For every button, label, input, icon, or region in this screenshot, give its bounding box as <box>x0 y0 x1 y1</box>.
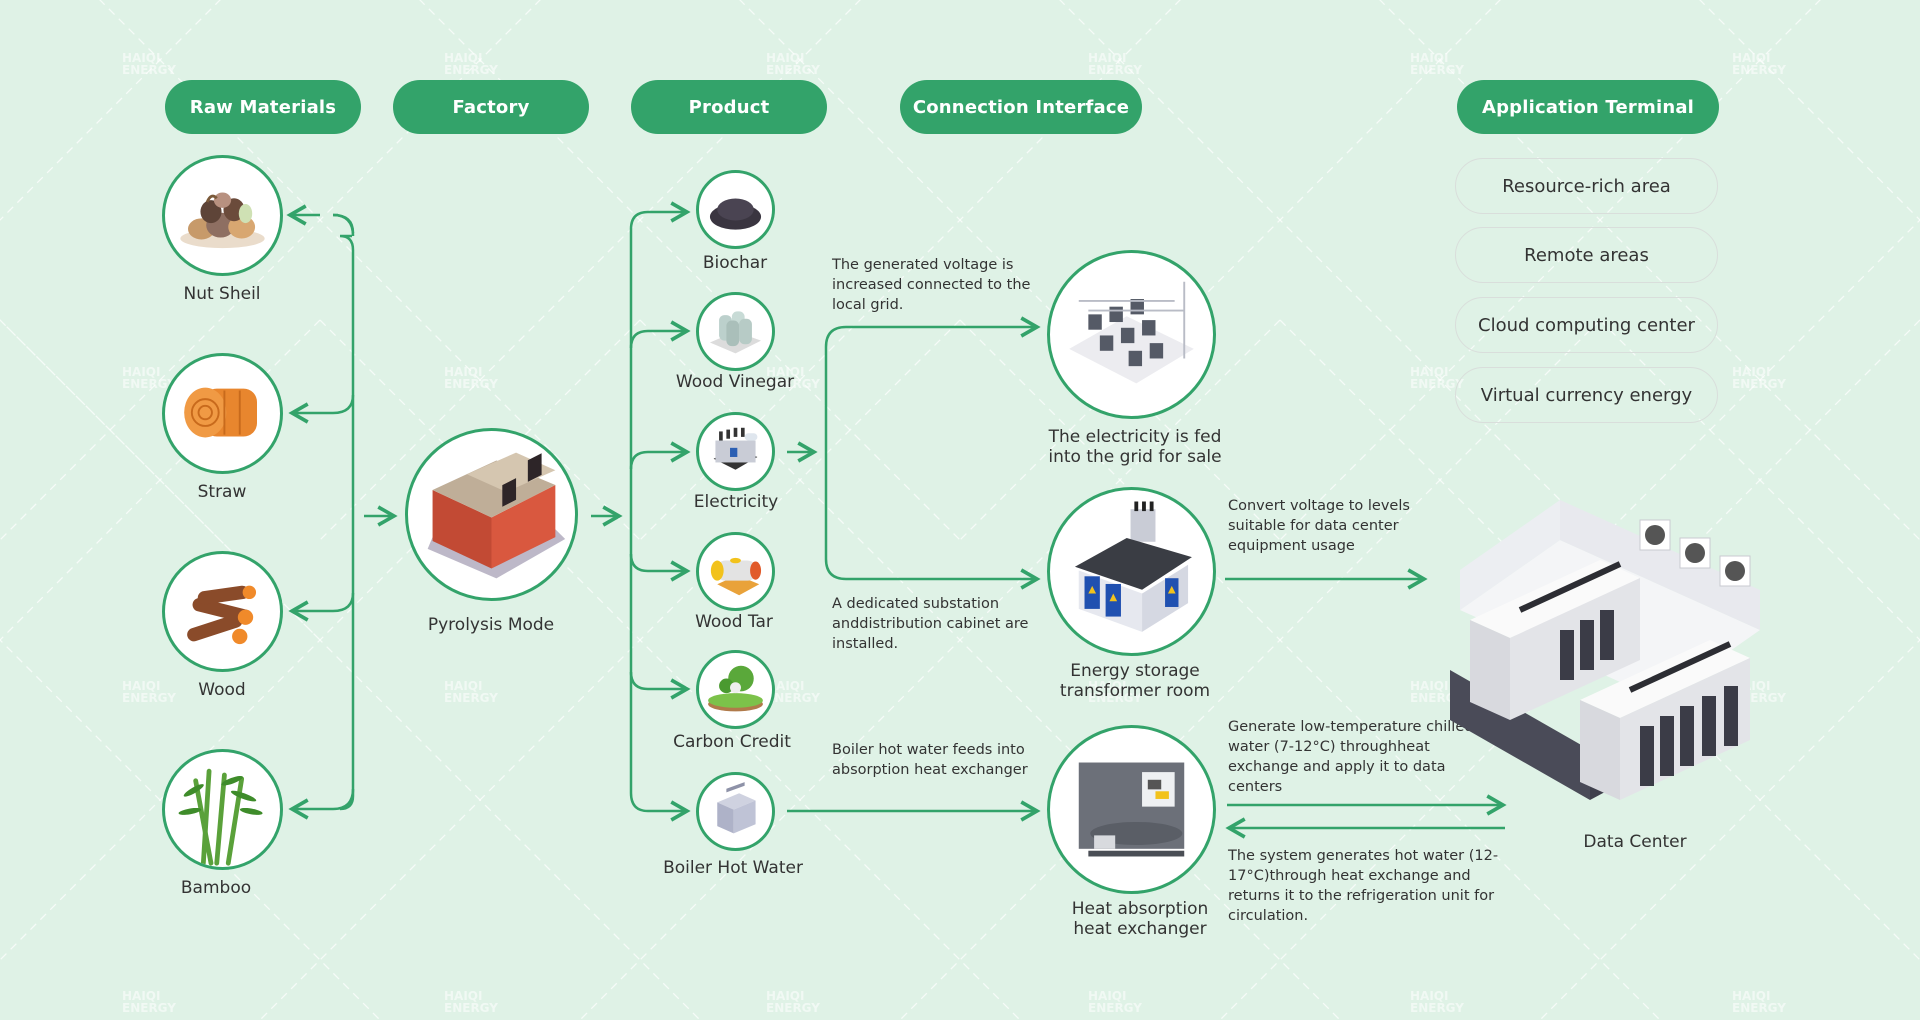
arrow-to-transformer-room <box>824 347 1041 590</box>
product-label: Wood Vinegar <box>675 372 795 392</box>
arrow-to-electricity <box>629 441 691 470</box>
arrow-to-straw <box>288 394 355 424</box>
application-terminal-item: Resource-rich area <box>1455 158 1718 214</box>
boiler-icon <box>717 782 756 834</box>
raw-materials-bracket-line <box>339 234 355 811</box>
factory-label: Pyrolysis Mode <box>427 615 555 635</box>
product-label: Electricity <box>693 492 779 512</box>
biochar-icon <box>709 198 762 230</box>
carbon-credit-forest-icon <box>708 665 763 712</box>
bamboo-icon <box>178 768 263 866</box>
factory-building-icon <box>427 452 566 579</box>
application-terminal-item: Cloud computing center <box>1455 297 1718 353</box>
raw-material-straw <box>162 353 283 474</box>
factory-pyrolysis <box>405 428 578 601</box>
data-center-label: Data Center <box>1583 832 1687 852</box>
note-convert-voltage: Convert voltage to levels suitable for d… <box>1228 498 1410 554</box>
raw-material-label: Bamboo <box>180 878 252 898</box>
raw-material-label: Wood <box>198 680 246 700</box>
note-hot-water-return: The system generates hot water (12-17°C)… <box>1228 848 1499 924</box>
raw-material-wood <box>162 551 283 672</box>
raw-material-label: Straw <box>197 482 247 502</box>
arrow-to-biochar <box>629 201 691 230</box>
product-label: Wood Tar <box>695 612 773 632</box>
header-factory: Factory <box>393 80 589 134</box>
connection-heat-exchanger <box>1047 725 1216 894</box>
arrow-to-wood-vinegar <box>629 320 691 349</box>
data-center-illustration <box>1440 500 1770 820</box>
wood-logs-icon <box>187 585 257 645</box>
product-biochar <box>696 170 775 249</box>
product-wood-tar <box>696 532 775 611</box>
arrow-to-grid-substation <box>824 316 1041 348</box>
product-boiler-hot-water <box>696 772 775 851</box>
arrow-to-wood <box>288 592 355 622</box>
application-terminal-item: Virtual currency energy <box>1455 367 1718 423</box>
arrow-to-carbon-credit <box>629 671 691 700</box>
product-electricity <box>696 412 775 491</box>
heat-exchanger-icon <box>1078 762 1185 857</box>
note-boiler-feed: Boiler hot water feeds into absorption h… <box>832 742 1028 778</box>
arrow-to-boiler-hot-water <box>629 792 691 822</box>
substation-grid-icon <box>1069 281 1194 384</box>
connection-transformer-room <box>1047 487 1216 656</box>
generator-icon <box>713 427 758 470</box>
header-product: Product <box>631 80 827 134</box>
arrow-to-wood-tar <box>629 553 691 582</box>
note-substation: A dedicated substation anddistribution c… <box>832 596 1029 652</box>
data-center-icon <box>1450 500 1760 800</box>
raw-material-nut-shell <box>162 155 283 276</box>
raw-material-label: Nut Sheil <box>183 284 261 304</box>
straw-bale-icon <box>184 387 257 438</box>
application-terminal-item: Remote areas <box>1455 227 1718 283</box>
product-wood-vinegar <box>696 292 775 371</box>
connection-grid-substation <box>1047 250 1216 419</box>
raw-material-bamboo <box>162 749 283 870</box>
storage-tanks-icon <box>709 311 762 354</box>
product-label: Boiler Hot Water <box>663 858 803 878</box>
product-label: Carbon Credit <box>673 732 791 752</box>
header-raw-materials: Raw Materials <box>165 80 361 134</box>
arrow-to-bamboo <box>288 788 355 820</box>
header-connection-interface: Connection Interface <box>900 80 1142 134</box>
arrow-to-nut-shell <box>332 213 355 237</box>
product-label: Biochar <box>702 253 768 273</box>
note-grid-voltage: The generated voltage is increased conne… <box>832 257 1031 313</box>
product-carbon-credit <box>696 650 775 729</box>
header-application-terminal: Application Terminal <box>1457 80 1719 134</box>
note-chilled-water: Generate low-temperature chilled water (… <box>1228 719 1474 795</box>
tar-tank-icon <box>710 557 762 596</box>
nut-shell-icon <box>180 192 265 249</box>
transformer-room-icon <box>1074 501 1192 632</box>
